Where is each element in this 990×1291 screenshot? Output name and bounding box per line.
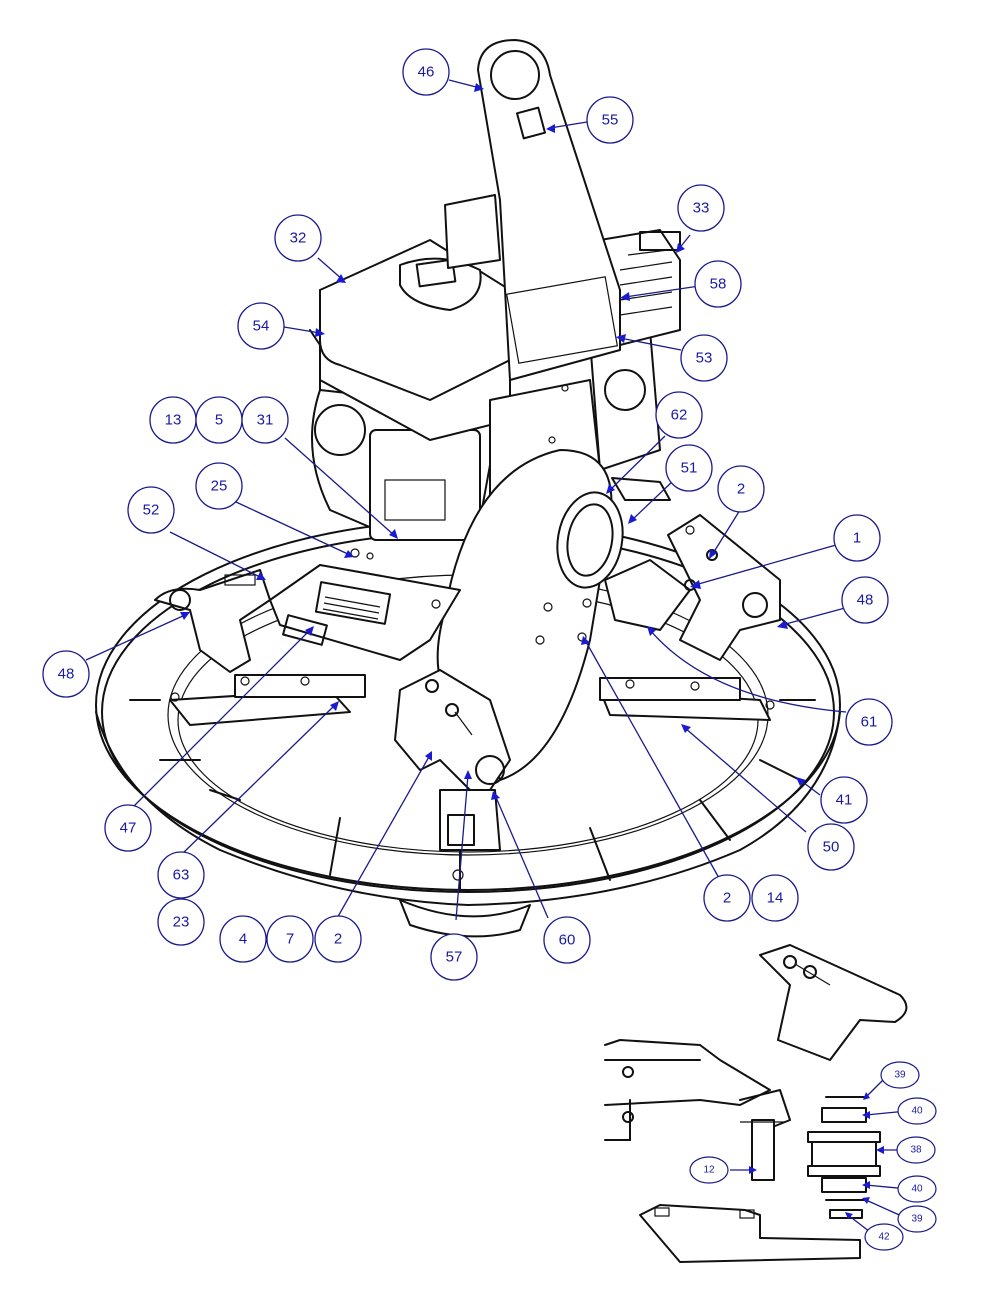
leader-lines xyxy=(85,79,909,1236)
callout-63: 63 xyxy=(157,851,205,899)
svg-text:13: 13 xyxy=(165,412,182,429)
svg-text:7: 7 xyxy=(286,931,294,948)
svg-text:14: 14 xyxy=(767,890,784,907)
callout-62: 62 xyxy=(655,391,703,439)
trowel-assembly-drawing xyxy=(95,39,841,938)
svg-text:38: 38 xyxy=(910,1145,922,1156)
svg-text:23: 23 xyxy=(173,914,190,931)
svg-text:46: 46 xyxy=(418,64,435,81)
callout-2-top: 2 xyxy=(717,465,765,513)
front-bracket xyxy=(394,669,511,791)
svg-text:53: 53 xyxy=(696,350,713,367)
svg-text:32: 32 xyxy=(290,230,307,247)
svg-text:2: 2 xyxy=(723,890,731,907)
svg-text:61: 61 xyxy=(861,714,878,731)
svg-text:47: 47 xyxy=(120,820,137,837)
svg-text:2: 2 xyxy=(737,481,745,498)
svg-text:25: 25 xyxy=(211,478,228,495)
svg-text:48: 48 xyxy=(58,666,75,683)
left-bracket xyxy=(154,569,271,673)
detail-callout-39-bottom: 39 xyxy=(897,1205,937,1233)
svg-text:50: 50 xyxy=(823,839,840,856)
detail-callout-39-top: 39 xyxy=(880,1061,920,1089)
detail-callout-bubbles: 39 40 38 12 40 39 42 xyxy=(689,1061,937,1251)
callout-54: 54 xyxy=(237,302,285,350)
callout-32: 32 xyxy=(274,214,322,262)
svg-text:58: 58 xyxy=(710,276,727,293)
svg-text:5: 5 xyxy=(215,412,223,429)
callout-61: 61 xyxy=(845,698,893,746)
detail-callout-38: 38 xyxy=(896,1136,936,1164)
svg-text:40: 40 xyxy=(911,1106,923,1117)
svg-text:12: 12 xyxy=(703,1165,715,1176)
detail-callout-12: 12 xyxy=(689,1156,729,1184)
callout-48-left: 48 xyxy=(42,650,90,698)
svg-text:33: 33 xyxy=(693,200,710,217)
callout-41: 41 xyxy=(820,776,868,824)
callout-47: 47 xyxy=(104,804,152,852)
callout-bubbles: 46 55 33 32 58 54 53 13 5 31 62 25 51 2 … xyxy=(42,48,893,981)
svg-text:4: 4 xyxy=(239,931,247,948)
svg-text:48: 48 xyxy=(857,592,874,609)
svg-text:54: 54 xyxy=(253,318,270,335)
svg-text:2: 2 xyxy=(334,931,342,948)
callout-55: 55 xyxy=(586,96,634,144)
svg-text:57: 57 xyxy=(446,949,463,966)
callout-50: 50 xyxy=(807,823,855,871)
svg-text:39: 39 xyxy=(911,1214,923,1225)
svg-text:31: 31 xyxy=(257,412,274,429)
callout-53: 53 xyxy=(680,334,728,382)
callout-1: 1 xyxy=(833,514,881,562)
svg-text:1: 1 xyxy=(853,530,861,547)
callout-52: 52 xyxy=(127,486,175,534)
svg-text:42: 42 xyxy=(878,1232,890,1243)
callout-5: 5 xyxy=(195,396,243,444)
detail-callout-42: 42 xyxy=(864,1223,904,1251)
callout-4: 4 xyxy=(219,915,267,963)
lifting-bracket xyxy=(477,39,621,381)
callout-13: 13 xyxy=(149,396,197,444)
callout-14: 14 xyxy=(751,874,799,922)
callout-33: 33 xyxy=(677,184,725,232)
callout-48-right: 48 xyxy=(841,576,889,624)
callout-31: 31 xyxy=(241,396,289,444)
svg-text:55: 55 xyxy=(602,112,619,129)
svg-text:51: 51 xyxy=(681,460,698,477)
callout-58: 58 xyxy=(694,260,742,308)
callout-2-bottom-right: 2 xyxy=(703,874,751,922)
callout-23: 23 xyxy=(157,898,205,946)
svg-text:39: 39 xyxy=(894,1070,906,1081)
callout-46: 46 xyxy=(402,48,450,96)
callout-51: 51 xyxy=(665,444,713,492)
detail-callout-40-bottom: 40 xyxy=(897,1175,937,1203)
callout-2-bottom-left: 2 xyxy=(314,915,362,963)
callout-7: 7 xyxy=(266,915,314,963)
callout-57: 57 xyxy=(430,933,478,981)
detail-inset-drawing xyxy=(604,944,908,1263)
svg-text:41: 41 xyxy=(836,792,853,809)
deck-plate xyxy=(269,548,461,661)
detail-callout-40-top: 40 xyxy=(897,1097,937,1125)
svg-text:52: 52 xyxy=(143,502,160,519)
svg-text:62: 62 xyxy=(671,407,688,424)
callout-60: 60 xyxy=(543,916,591,964)
svg-text:60: 60 xyxy=(559,932,576,949)
svg-text:63: 63 xyxy=(173,867,190,884)
callout-25: 25 xyxy=(195,462,243,510)
leader-arrowheads xyxy=(180,83,884,1219)
svg-text:40: 40 xyxy=(911,1184,923,1195)
